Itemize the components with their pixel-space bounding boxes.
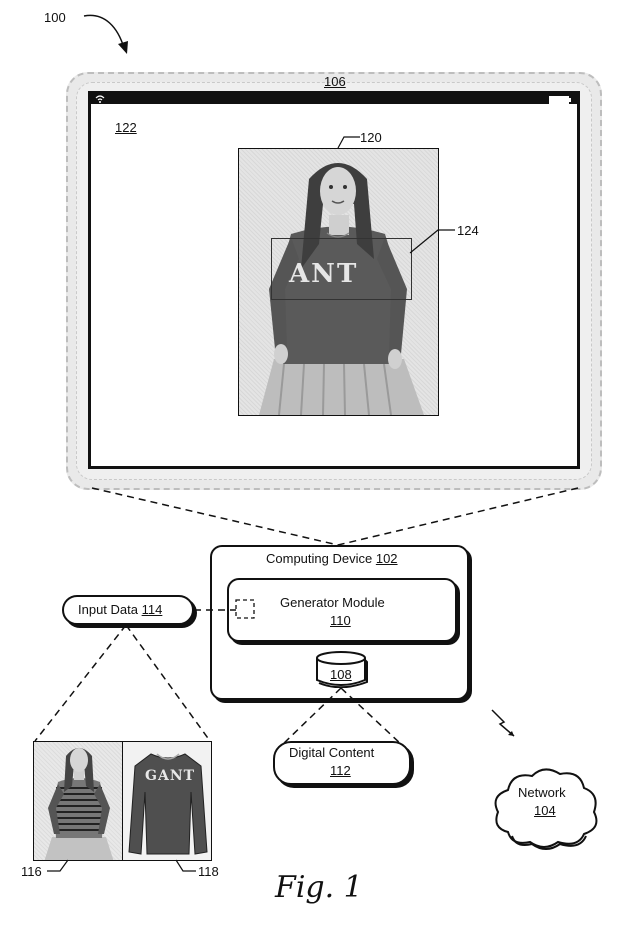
figure-caption: Fig. 1	[275, 870, 363, 905]
garment-thumbnail-ref: 118	[198, 864, 219, 879]
network-title: Network	[518, 785, 566, 800]
garment-text: GANT	[145, 768, 196, 784]
generator-module-box	[227, 578, 457, 642]
garment-thumbnail: GANT	[122, 741, 212, 861]
sweater-text: ANT	[289, 259, 359, 289]
wireless-connection-icon	[491, 709, 515, 737]
input-data-label: Input Data 114	[78, 602, 162, 618]
generator-module-title: Generator Module	[280, 595, 385, 610]
screen-label: 122	[115, 120, 137, 135]
computing-device-title-text: Computing Device	[266, 551, 373, 566]
digital-content-ref: 112	[330, 763, 351, 778]
input-data-title: Input Data	[78, 602, 138, 617]
person-thumbnail-ref: 116	[21, 864, 42, 879]
digital-content-title: Digital Content	[289, 745, 375, 760]
focus-region-box	[271, 238, 412, 300]
figure-ref-label: 100	[44, 10, 66, 25]
input-data-box	[62, 595, 194, 625]
network-ref: 104	[534, 803, 556, 818]
network-cloud-icon	[494, 768, 598, 850]
sweater-illustration	[128, 753, 208, 855]
storage-ref: 108	[330, 667, 352, 682]
generator-module-ref: 110	[330, 613, 351, 628]
person-figure-illustration	[44, 748, 114, 860]
input-data-ref: 114	[141, 602, 163, 617]
wifi-icon	[95, 95, 105, 103]
woman-figure-illustration	[259, 163, 424, 415]
image-label: 120	[360, 130, 382, 145]
status-bar	[91, 94, 577, 104]
battery-icon	[549, 96, 571, 104]
computing-device-title: Computing Device 102	[266, 551, 398, 567]
computing-device-ref: 102	[375, 551, 398, 566]
region-label: 124	[457, 223, 479, 238]
storage-database-icon	[316, 651, 368, 688]
person-thumbnail	[33, 741, 123, 861]
tablet-label: 106	[324, 74, 346, 89]
